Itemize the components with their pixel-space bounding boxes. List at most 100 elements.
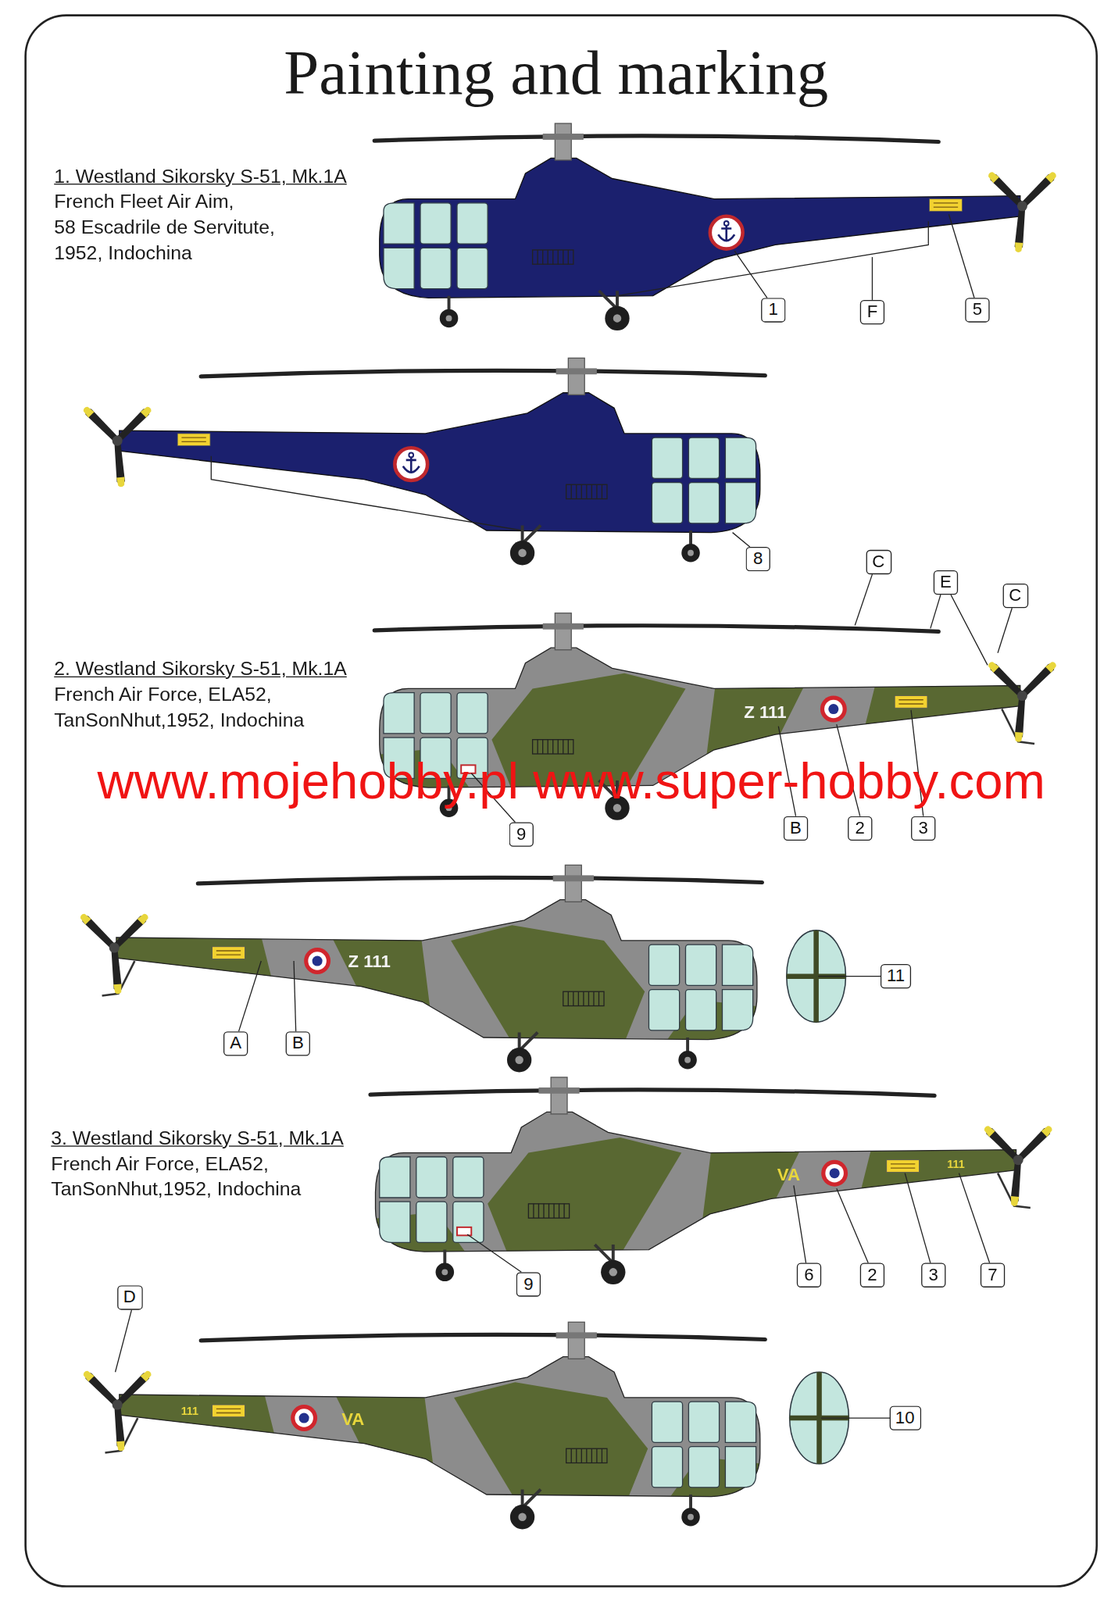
callout-number: E	[939, 572, 953, 594]
callout-number: A	[229, 1033, 243, 1054]
callout-number: 11	[886, 966, 906, 987]
illustration-part	[394, 447, 428, 481]
illustration-part	[894, 696, 928, 709]
profile-heading: 3. Westland Sikorsky S-51, Mk.1A	[50, 1127, 344, 1151]
illustration-part	[820, 696, 847, 723]
callout-number: 8	[751, 549, 765, 570]
illustration-part	[871, 257, 873, 301]
sheet-frame	[25, 15, 1097, 1587]
callout-box: 9	[509, 821, 534, 847]
helicopter-profile	[81, 1321, 849, 1529]
helicopter-profile	[78, 864, 847, 1072]
callout-box: 2	[860, 1263, 885, 1288]
aircraft-code: Z 111	[348, 952, 391, 970]
illustration-part	[293, 960, 297, 1032]
callout-number: B	[789, 818, 803, 839]
callout-box: 7	[980, 1263, 1005, 1288]
illustration-part	[81, 357, 765, 565]
callout-number: 10	[895, 1407, 915, 1429]
leader-lines	[115, 214, 1013, 1419]
profile-subheading: French Fleet Air Aim,	[53, 190, 234, 215]
callout-box: 8	[746, 546, 771, 572]
callout-number: 2	[866, 1264, 879, 1286]
illustration-part	[836, 1188, 869, 1263]
illustration-part	[997, 607, 1012, 653]
callout-number: 6	[803, 1264, 816, 1286]
callout-number: C	[1008, 585, 1022, 607]
callout-box: B	[285, 1031, 311, 1056]
callout-box: 3	[921, 1263, 946, 1288]
illustration-part	[904, 1173, 931, 1264]
illustration-part	[364, 1077, 1054, 1285]
illustration-part	[732, 532, 751, 547]
callout-number: C	[871, 551, 886, 572]
callout-box: F	[860, 300, 885, 325]
callout-box: 11	[880, 964, 911, 989]
callout-box: 6	[796, 1263, 822, 1288]
illustration-part	[115, 1310, 133, 1373]
illustration-part	[948, 214, 975, 298]
illustration-part	[821, 1160, 848, 1187]
callout-box: C	[865, 550, 892, 575]
callout-box: D	[117, 1285, 143, 1310]
callout-box: 10	[889, 1405, 921, 1430]
profile-subheading: TanSonNhut,1952, Indochina	[50, 1178, 301, 1202]
callout-box: A	[223, 1031, 248, 1056]
aircraft-code: VA	[777, 1165, 801, 1183]
profile-subheading: 1952, Indochina	[53, 241, 193, 265]
callout-number: 9	[522, 1274, 536, 1295]
illustration-part	[374, 123, 1058, 331]
callout-number: D	[122, 1287, 136, 1308]
callout-number: 5	[971, 300, 984, 321]
callout-box: 1	[760, 297, 786, 322]
illustration-part	[177, 433, 211, 447]
callout-number: 2	[853, 818, 867, 839]
callout-number: 3	[927, 1264, 940, 1286]
illustration-part	[457, 1227, 472, 1236]
profile-subheading: TanSonNhut,1952, Indochina	[53, 709, 304, 733]
callout-box: C	[1002, 583, 1029, 608]
illustration-part	[78, 864, 768, 1072]
watermark: www.mojehobby.pl www.super-hobby.com	[97, 753, 1046, 810]
callout-box: 5	[964, 297, 990, 322]
helicopter-profile	[364, 1077, 1054, 1285]
callout-number: F	[866, 302, 879, 323]
illustration-part	[821, 1417, 893, 1419]
sheet-title: Painting and marking	[283, 40, 829, 104]
callout-number: B	[291, 1033, 304, 1054]
illustration-part	[818, 975, 884, 977]
callout-number: 3	[917, 818, 930, 839]
aircraft-number: 111	[946, 1158, 965, 1170]
illustration-part	[290, 1404, 318, 1432]
illustration-part	[239, 960, 262, 1032]
callout-number: 9	[514, 824, 528, 845]
illustration-part	[81, 1321, 770, 1529]
profile-subheading: French Air Force, ELA52,	[53, 683, 272, 708]
illustration-part	[303, 947, 331, 975]
illustration-part	[212, 1404, 246, 1418]
callout-box: 9	[516, 1271, 541, 1297]
aircraft-number: 111	[181, 1405, 199, 1417]
illustration-part	[734, 250, 768, 298]
illustration-part	[854, 574, 872, 626]
callout-box: B	[783, 816, 808, 841]
illustration-part	[958, 1173, 990, 1264]
illustration-part	[212, 946, 246, 960]
callout-box: 2	[847, 816, 872, 841]
callout-box: 3	[910, 816, 936, 841]
profile-heading: 2. Westland Sikorsky S-51, Mk.1A	[53, 657, 347, 682]
callout-number: 1	[767, 300, 780, 321]
illustration-part	[793, 1185, 807, 1263]
aircraft-code: Z 111	[743, 703, 786, 721]
profile-subheading: French Air Force, ELA52,	[50, 1153, 269, 1177]
profile-heading: 1. Westland Sikorsky S-51, Mk.1A	[53, 165, 347, 190]
illustration-part	[930, 594, 988, 665]
helicopter-profile	[81, 357, 765, 565]
aircraft-code: VA	[341, 1410, 365, 1428]
profile-subheading: 58 Escadrile de Servitute,	[53, 216, 276, 240]
illustration-part	[929, 199, 963, 212]
illustration-part	[886, 1160, 920, 1173]
illustration-part	[710, 216, 744, 250]
illustration-part	[467, 1234, 522, 1272]
